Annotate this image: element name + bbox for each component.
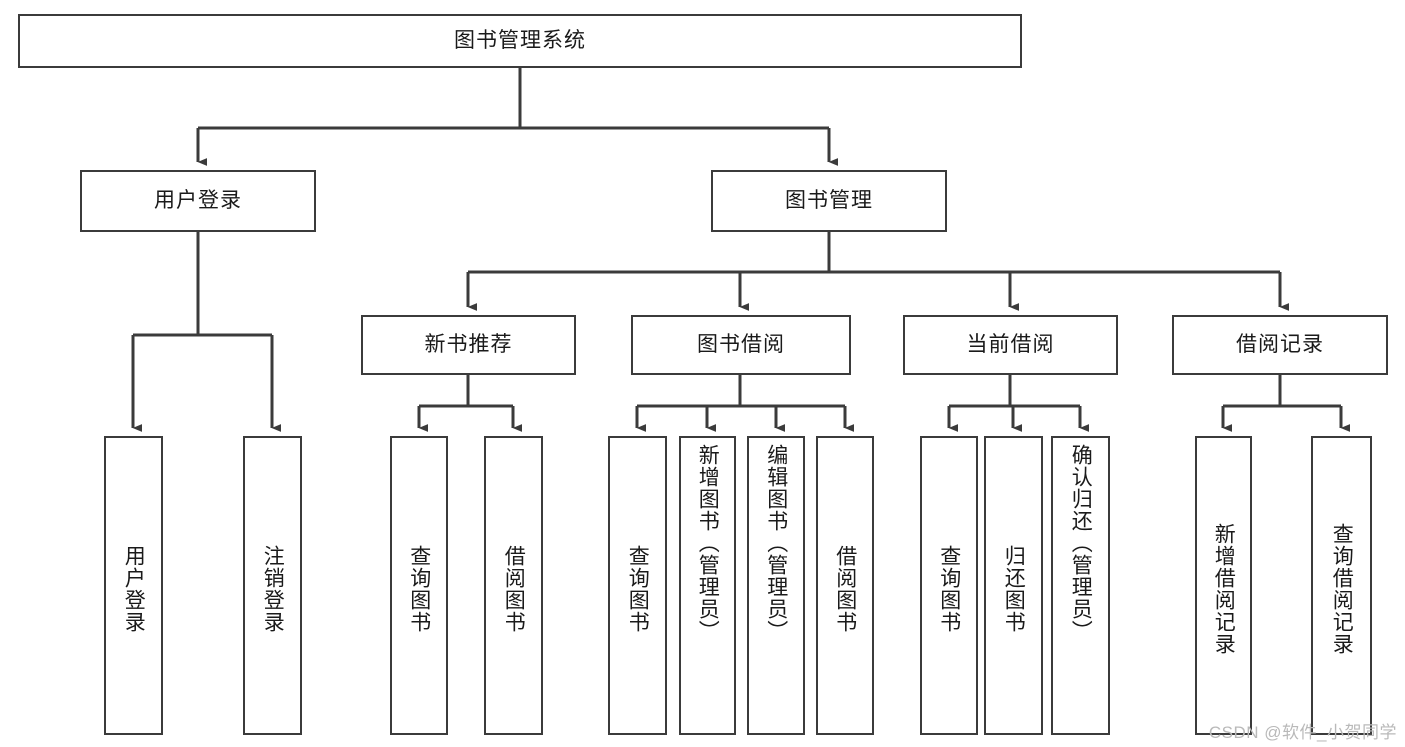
node-leaf-borrow-book-1[interactable]: 借阅图书 bbox=[484, 436, 543, 735]
node-current-borrow[interactable]: 当前借阅 bbox=[903, 315, 1118, 375]
node-leaf-borrow-book-2[interactable]: 借阅图书 bbox=[816, 436, 874, 735]
node-leaf-confirm-return-label: 确认归还（管理员） bbox=[1069, 444, 1093, 642]
node-leaf-query-record-label: 查询借阅记录 bbox=[1330, 522, 1354, 655]
node-book-management[interactable]: 图书管理 bbox=[711, 170, 947, 232]
node-leaf-return-book[interactable]: 归还图书 bbox=[984, 436, 1043, 735]
node-leaf-query-record[interactable]: 查询借阅记录 bbox=[1311, 436, 1372, 735]
node-new-book-recommend-label: 新书推荐 bbox=[424, 333, 513, 357]
node-leaf-add-book-label: 新增图书（管理员） bbox=[696, 444, 720, 642]
node-borrow-record[interactable]: 借阅记录 bbox=[1172, 315, 1388, 375]
node-book-borrow-label: 图书借阅 bbox=[697, 333, 785, 357]
node-leaf-edit-book-label: 编辑图书（管理员） bbox=[764, 444, 788, 642]
node-leaf-user-logout-label: 注销登录 bbox=[261, 544, 285, 633]
node-new-book-recommend[interactable]: 新书推荐 bbox=[361, 315, 576, 375]
node-leaf-user-login-label: 用户登录 bbox=[122, 544, 146, 633]
node-leaf-user-login[interactable]: 用户登录 bbox=[104, 436, 163, 735]
node-book-management-label: 图书管理 bbox=[785, 189, 873, 213]
csdn-watermark: CSDN @软件_小贺同学 bbox=[1208, 723, 1397, 742]
node-book-borrow[interactable]: 图书借阅 bbox=[631, 315, 851, 375]
node-leaf-confirm-return[interactable]: 确认归还（管理员） bbox=[1051, 436, 1110, 735]
node-root-label: 图书管理系统 bbox=[454, 29, 586, 53]
node-leaf-borrow-book-2-label: 借阅图书 bbox=[833, 544, 857, 633]
node-leaf-query-book-1-label: 查询图书 bbox=[407, 544, 431, 633]
node-leaf-add-record[interactable]: 新增借阅记录 bbox=[1195, 436, 1252, 735]
node-leaf-query-book-2-label: 查询图书 bbox=[626, 544, 650, 633]
node-leaf-user-logout[interactable]: 注销登录 bbox=[243, 436, 302, 735]
node-leaf-query-book-3[interactable]: 查询图书 bbox=[920, 436, 978, 735]
node-leaf-add-book[interactable]: 新增图书（管理员） bbox=[679, 436, 736, 735]
node-leaf-return-book-label: 归还图书 bbox=[1002, 544, 1026, 633]
node-leaf-query-book-2[interactable]: 查询图书 bbox=[608, 436, 667, 735]
node-current-borrow-label: 当前借阅 bbox=[966, 333, 1055, 357]
node-leaf-add-record-label: 新增借阅记录 bbox=[1212, 522, 1236, 655]
node-user-login-label: 用户登录 bbox=[154, 189, 242, 213]
node-leaf-borrow-book-1-label: 借阅图书 bbox=[502, 544, 526, 633]
node-user-login[interactable]: 用户登录 bbox=[80, 170, 316, 232]
node-leaf-edit-book[interactable]: 编辑图书（管理员） bbox=[747, 436, 805, 735]
node-root[interactable]: 图书管理系统 bbox=[18, 14, 1022, 68]
node-leaf-query-book-3-label: 查询图书 bbox=[937, 544, 961, 633]
node-leaf-query-book-1[interactable]: 查询图书 bbox=[390, 436, 448, 735]
node-borrow-record-label: 借阅记录 bbox=[1236, 333, 1324, 357]
